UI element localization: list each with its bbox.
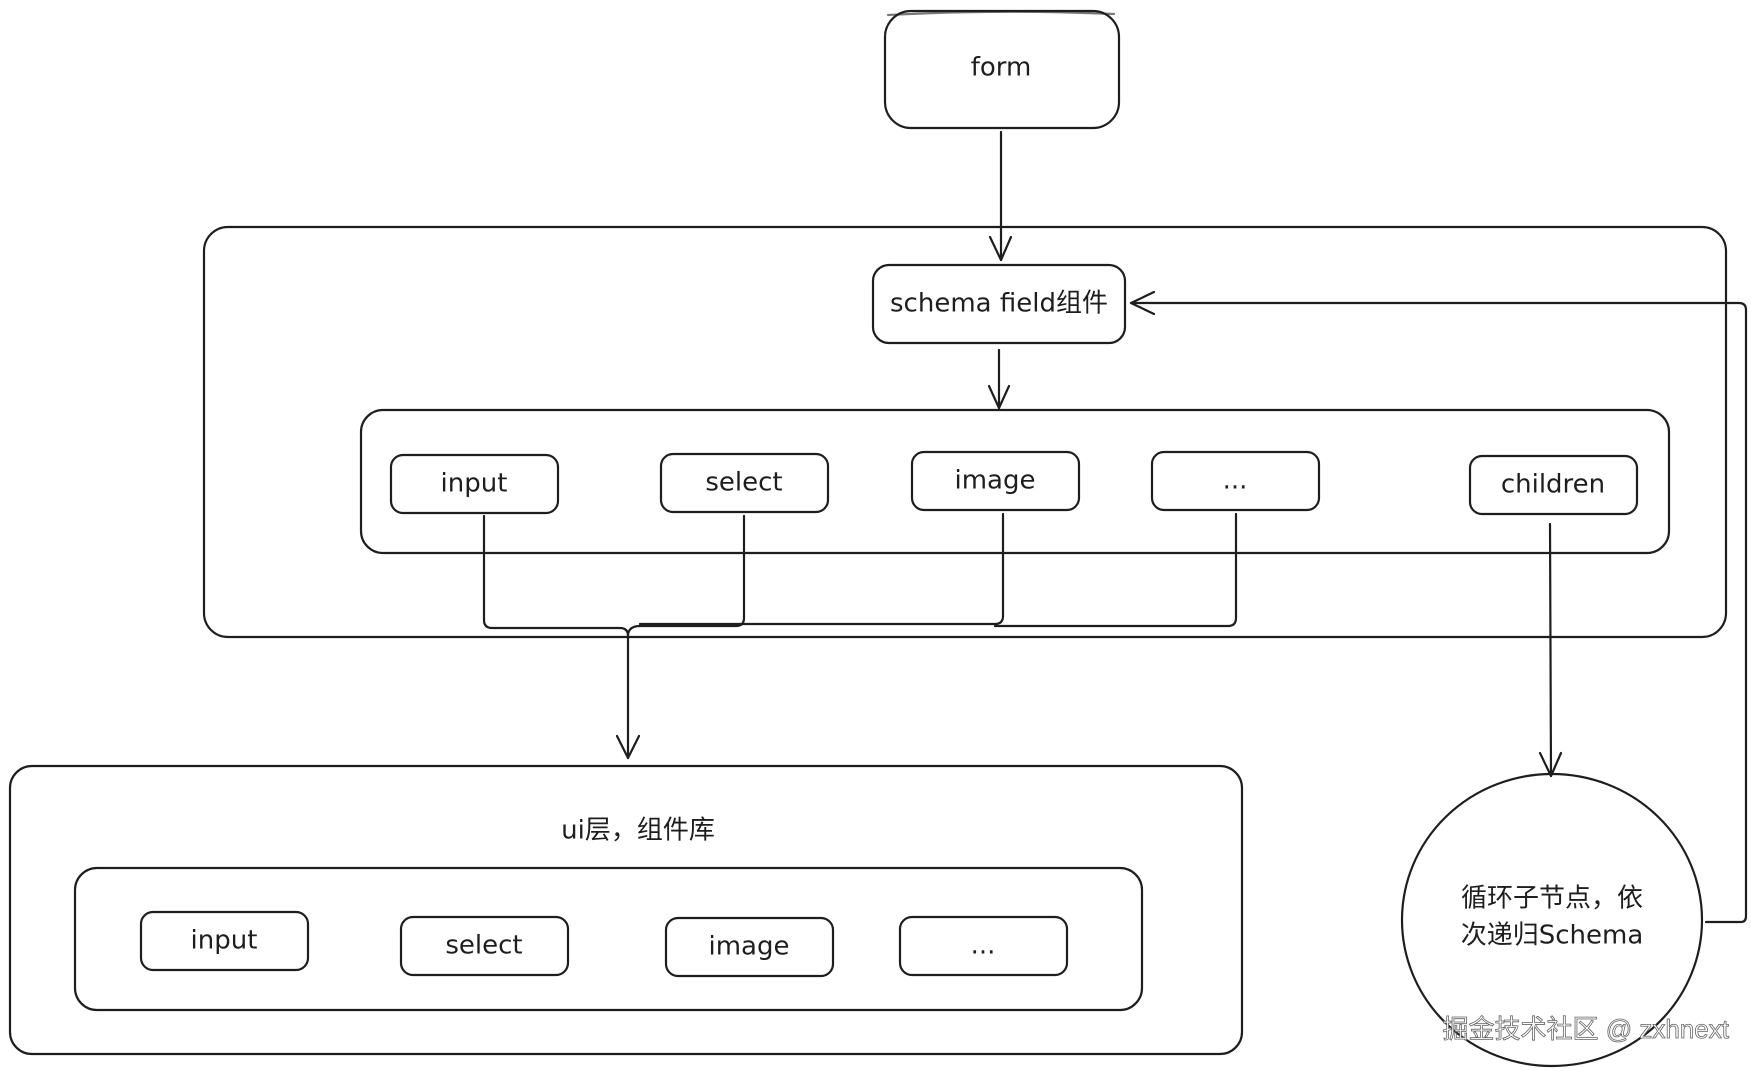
ui-layer-container: ui层，组件库 [8,764,1244,1056]
field-node-input[interactable]: input [389,453,560,515]
field-node-image[interactable]: image [910,450,1081,512]
arrow-schema-field-to-types [987,348,1011,410]
schema-field-node[interactable]: schema field组件 [871,263,1127,345]
ui-label-select: select [445,931,522,961]
loop-label-line1: 循环子节点，依 [1461,884,1643,914]
ui-components-container [73,866,1144,1012]
field-label-image: image [955,466,1036,496]
arrow-form-to-schema-field [988,130,1013,262]
form-label: form [971,53,1032,83]
field-label-select: select [705,468,782,498]
field-node-more[interactable]: ... [1150,450,1321,512]
watermark: 掘金技术社区 @ zxhnext [1443,1014,1730,1044]
field-types-container [359,408,1671,555]
ui-label-image: image [709,932,790,962]
schema-container [202,225,1728,639]
ui-label-more: ... [971,931,996,961]
arrow-children-to-loop [1538,522,1563,778]
field-label-children: children [1501,470,1605,500]
connector-fields-to-ui [482,512,1238,760]
form-node[interactable]: form [883,9,1121,130]
field-label-more: ... [1223,466,1248,496]
field-label-input: input [441,469,508,499]
schema-field-label: schema field组件 [890,289,1108,319]
ui-node-select[interactable]: select [399,915,570,977]
loop-label-line2: 次递归Schema [1461,921,1644,951]
field-node-children[interactable]: children [1468,454,1639,516]
arrow-loop-to-schema-field [1129,290,1748,924]
loop-circle-node[interactable]: 循环子节点，依 次递归Schema [1400,772,1704,1068]
ui-layer-title: ui层，组件库 [561,816,715,846]
ui-node-image[interactable]: image [664,916,835,978]
ui-node-input[interactable]: input [139,910,310,972]
ui-label-input: input [191,926,258,956]
field-node-select[interactable]: select [659,452,830,514]
ui-node-more[interactable]: ... [898,915,1069,977]
